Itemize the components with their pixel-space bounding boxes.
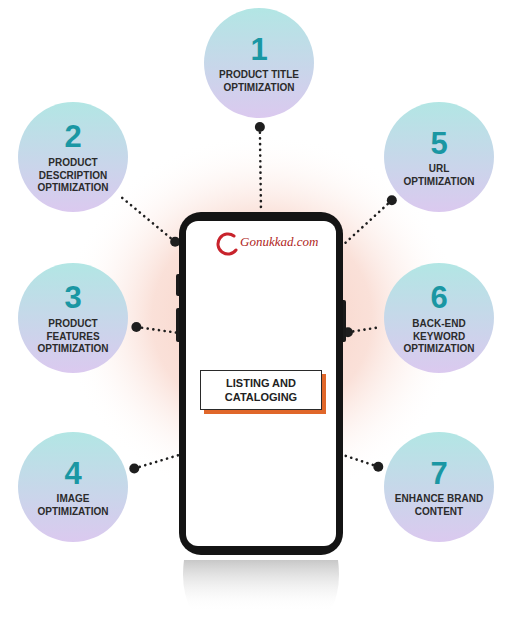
- step-number: 4: [64, 458, 81, 491]
- step-circle: 2PRODUCT DESCRIPTION OPTIMIZATION: [17, 101, 129, 213]
- dotted-connector: [343, 455, 378, 467]
- brand-logo-text: Gonukkad.com: [240, 234, 318, 250]
- step-number: 2: [64, 121, 81, 154]
- step-number: 6: [430, 282, 447, 315]
- step-circle: 4IMAGE OPTIMIZATION: [17, 431, 129, 543]
- step-label: URL OPTIMIZATION: [393, 163, 485, 188]
- logo-swirl: [218, 234, 236, 254]
- phone-reflection: [183, 560, 339, 612]
- step-number: 3: [64, 282, 81, 315]
- connector-dot: [170, 237, 180, 247]
- step-label: PRODUCT DESCRIPTION OPTIMIZATION: [27, 157, 119, 195]
- dotted-connector: [122, 198, 179, 245]
- circle-fill: [18, 263, 128, 373]
- step-number: 1: [250, 34, 267, 67]
- step-label: BACK-END KEYWORD OPTIMIZATION: [393, 318, 485, 356]
- title-box: LISTING AND CATALOGING: [200, 370, 322, 411]
- circle-outline: [383, 262, 495, 374]
- step-circle: 5URL OPTIMIZATION: [383, 101, 495, 213]
- circle-fill: [384, 432, 494, 542]
- connector-dot: [255, 122, 265, 132]
- connector-dot: [373, 462, 383, 472]
- connector-dot: [131, 322, 141, 332]
- step-number: 7: [430, 458, 447, 491]
- dotted-connector: [343, 200, 392, 245]
- dotted-connector: [136, 327, 179, 333]
- step-circle: 1PRODUCT TITLE OPTIMIZATION: [203, 7, 315, 119]
- circle-fill: [18, 102, 128, 212]
- step-label: PRODUCT FEATURES OPTIMIZATION: [27, 318, 119, 356]
- circle-outline: [17, 262, 129, 374]
- dotted-connector: [134, 455, 179, 469]
- phone-display: [186, 221, 336, 546]
- step-label: PRODUCT TITLE OPTIMIZATION: [213, 69, 305, 94]
- step-circle: 6BACK-END KEYWORD OPTIMIZATION: [383, 262, 495, 374]
- circle-fill: [384, 102, 494, 212]
- step-label: ENHANCE BRAND CONTENT: [393, 493, 485, 518]
- connector-dot: [387, 195, 397, 205]
- dotted-connector: [260, 127, 261, 212]
- connector-dot: [129, 464, 139, 474]
- phone-screen: LISTING AND CATALOGING Gonukkad.com: [176, 212, 346, 555]
- step-circle: 3PRODUCT FEATURES OPTIMIZATION: [17, 262, 129, 374]
- step-label: IMAGE OPTIMIZATION: [27, 493, 119, 518]
- phone-frame: [179, 212, 343, 555]
- step-circle: 7ENHANCE BRAND CONTENT: [383, 431, 495, 543]
- title-text: LISTING AND CATALOGING: [209, 376, 313, 405]
- circle-fill: [384, 263, 494, 373]
- step-number: 5: [430, 128, 447, 161]
- circle-outline: [17, 101, 129, 213]
- circle-fill: [18, 432, 128, 542]
- circle-fill: [204, 8, 314, 118]
